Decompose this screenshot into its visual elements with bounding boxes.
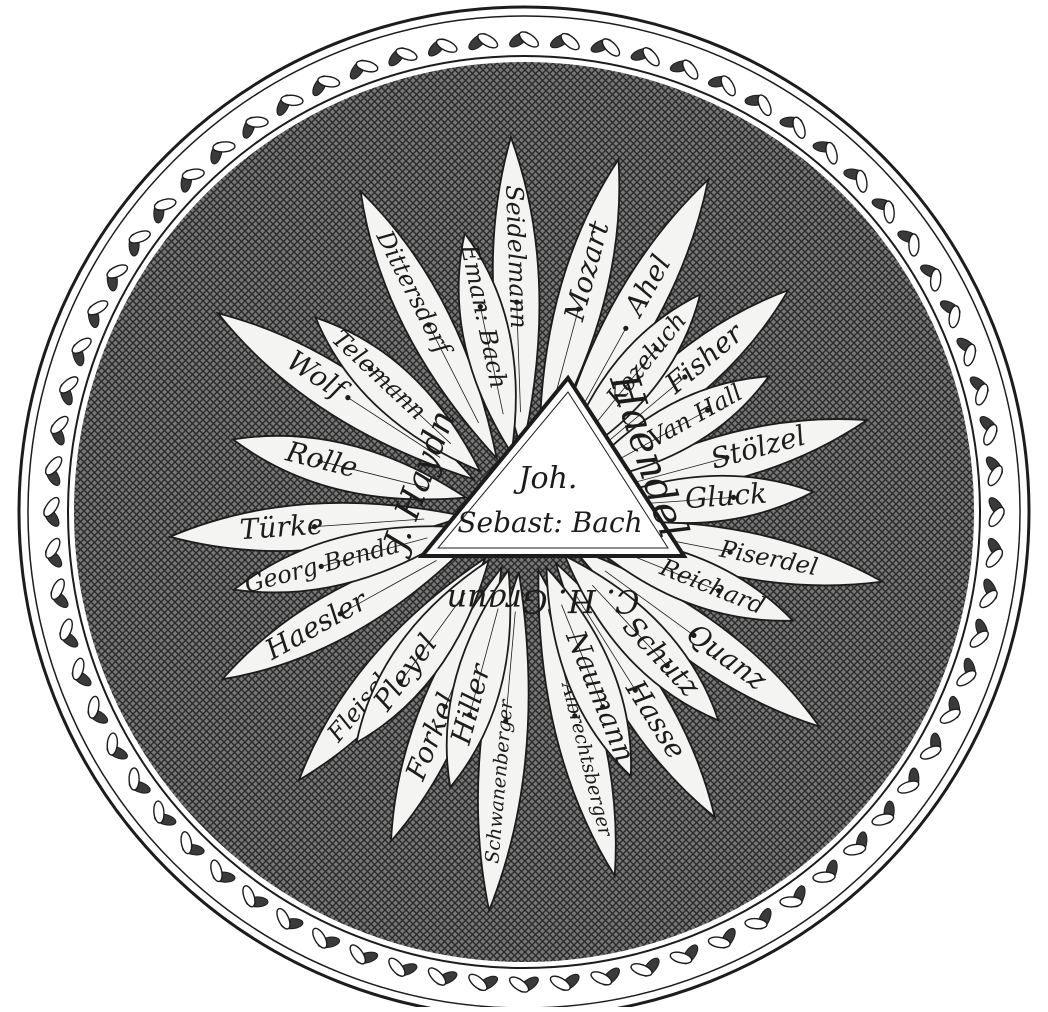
ray-label: Seidelmann (500, 185, 533, 329)
ray-dot (345, 395, 350, 400)
ray-label: Gluck (684, 477, 768, 516)
ray-dot (623, 326, 628, 331)
center-name-line2: Sebast: Bach (457, 506, 642, 539)
center-name-line1: Joh. (513, 461, 578, 496)
inner-name-graun: C. H. Graun (446, 582, 639, 620)
ray-label: Türke (239, 508, 325, 547)
